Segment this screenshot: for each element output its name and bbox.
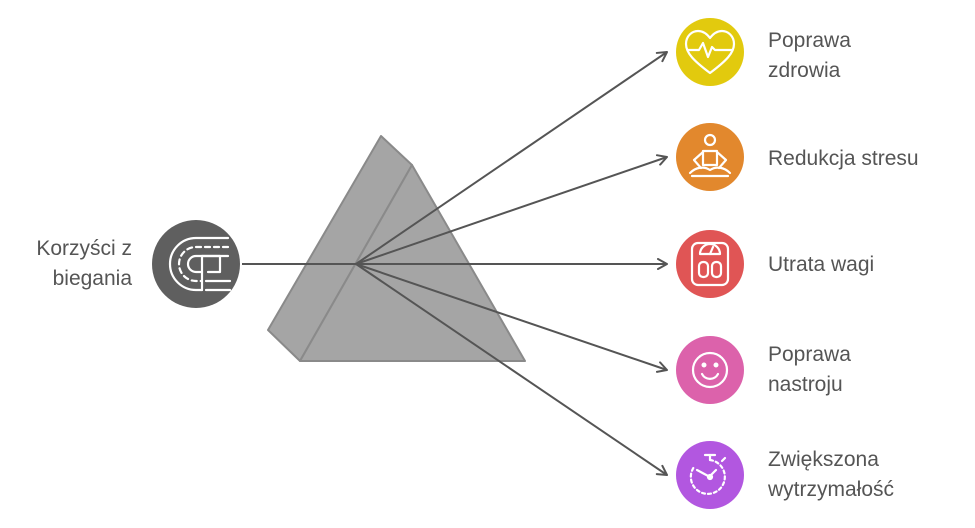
- benefit-label-poprawa-zdrowia: Poprawa zdrowia: [768, 26, 851, 86]
- benefit-label-line: Utrata wagi: [768, 253, 875, 276]
- benefit-circle: [676, 230, 744, 298]
- prism: [267, 135, 526, 362]
- benefit-label-zwiekszona-wytrzymalosc: Zwiększona wytrzymałość: [768, 445, 894, 505]
- ray-poprawa-zdrowia: [355, 51, 668, 265]
- source-circle: [152, 220, 240, 308]
- benefit-node-poprawa-nastroju: [676, 336, 744, 404]
- benefit-label-utrata-wagi: Utrata wagi: [768, 250, 874, 280]
- source-label-line-1: Korzyści z: [36, 237, 132, 260]
- source-node: [152, 220, 240, 308]
- benefit-label-line: wytrzymałość: [768, 478, 895, 501]
- meditation-icon: [688, 133, 732, 178]
- output-rays: [355, 51, 668, 476]
- ray-zwiekszona-wytrzymalosc: [355, 263, 668, 476]
- benefit-node-zwiekszona-wytrzymalosc: [676, 441, 744, 509]
- heart-pulse-icon: [684, 29, 736, 75]
- benefit-label-poprawa-nastroju: Poprawa nastroju: [768, 340, 851, 400]
- benefit-node-redukcja-stresu: [676, 123, 744, 191]
- benefit-node-poprawa-zdrowia: [676, 18, 744, 86]
- source-label-line-2: biegania: [52, 267, 132, 290]
- benefit-label-line: Poprawa: [768, 29, 851, 52]
- scale-icon: [690, 241, 730, 287]
- source-label: Korzyści z biegania: [20, 234, 132, 294]
- benefit-label-redukcja-stresu: Redukcja stresu: [768, 144, 919, 174]
- ray-poprawa-nastroju: [355, 263, 668, 373]
- benefit-node-utrata-wagi: [676, 230, 744, 298]
- benefit-circle: [676, 123, 744, 191]
- smiley-icon: [691, 351, 729, 389]
- benefit-label-line: nastroju: [768, 373, 843, 396]
- benefit-label-line: zdrowia: [768, 59, 841, 82]
- benefit-label-line: Zwiększona: [768, 448, 879, 471]
- benefit-label-line: Redukcja stresu: [768, 147, 919, 170]
- benefit-circle: [676, 336, 744, 404]
- benefit-label-line: Poprawa: [768, 343, 851, 366]
- running-track-icon: [168, 236, 232, 292]
- stopwatch-icon: [689, 453, 727, 495]
- ray-redukcja-stresu: [355, 154, 668, 265]
